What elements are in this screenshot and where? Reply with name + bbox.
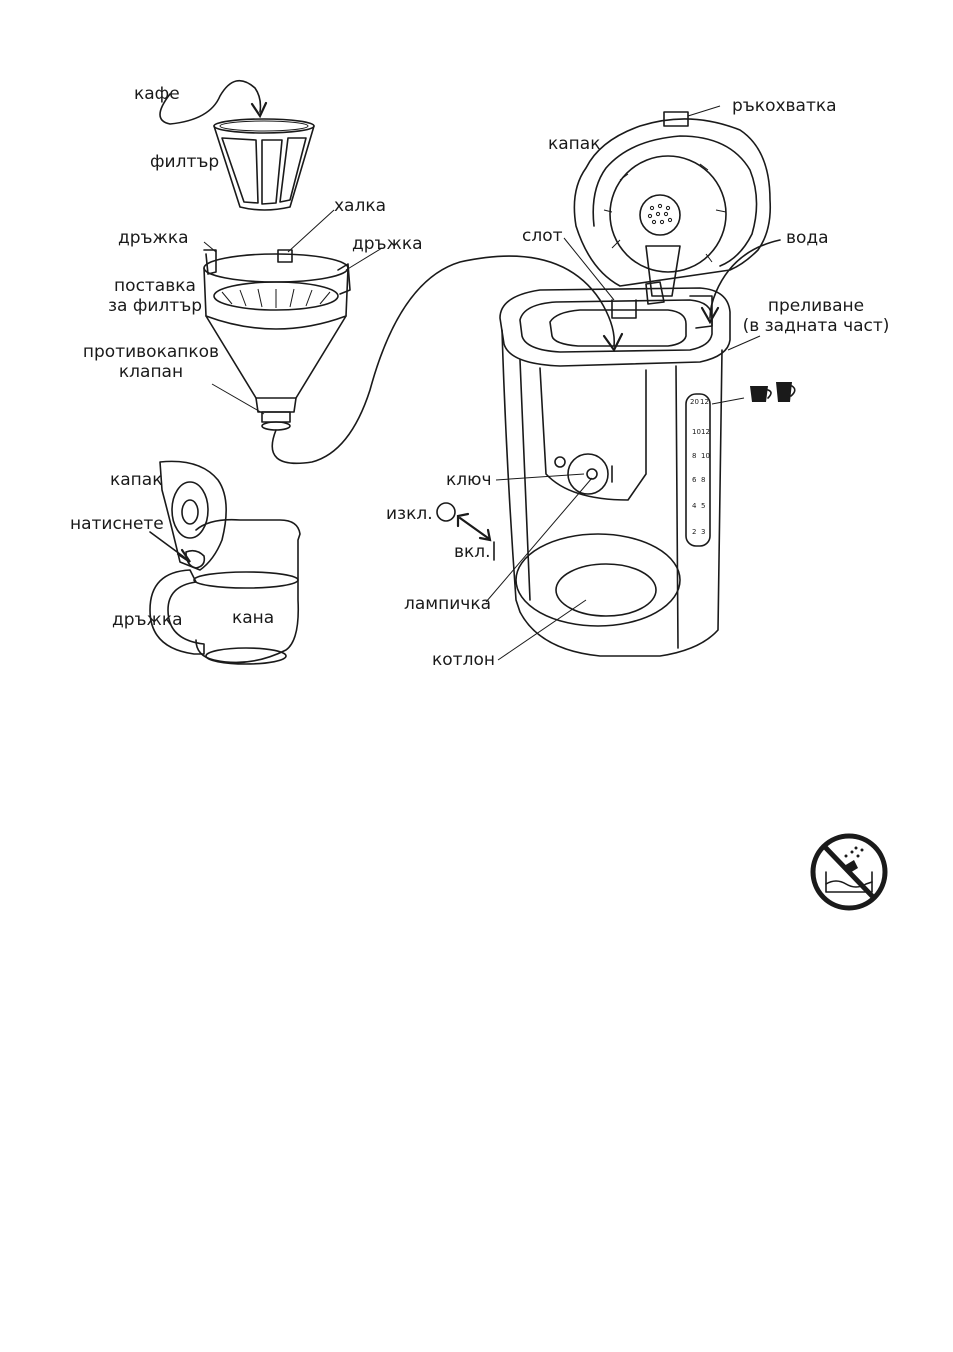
- label-off: изкл.: [386, 504, 433, 524]
- label-jug-handle: дръжка: [112, 610, 183, 630]
- gauge-large-8: 8: [692, 452, 696, 460]
- machine-body-drawing: [500, 112, 770, 656]
- label-ring: халка: [334, 196, 386, 216]
- label-water: вода: [786, 228, 829, 248]
- filter-holder-drawing: [204, 250, 350, 430]
- label-lamp: лампичка: [404, 594, 491, 614]
- off-symbol: [437, 503, 455, 521]
- gauge-large-10: 10: [692, 428, 701, 436]
- label-coffee: кафе: [134, 84, 180, 104]
- label-handle-left: дръжка: [118, 228, 189, 248]
- label-drip-valve: противокапков клапан: [76, 342, 226, 382]
- gauge-small-12: 12: [701, 428, 710, 436]
- label-filter-holder: поставка за филтър: [100, 276, 210, 316]
- label-jug-lid: капак: [110, 470, 163, 490]
- label-hotplate: котлон: [432, 650, 495, 670]
- gauge-small-10: 10: [701, 452, 710, 460]
- valve-curve-arrow-head: [604, 334, 622, 350]
- label-slot: слот: [522, 226, 563, 246]
- cup-icons: [750, 382, 795, 402]
- label-lid: капак: [548, 134, 601, 154]
- toggle-arrow: [460, 518, 488, 538]
- gauge-large-6: 6: [692, 476, 696, 484]
- gauge-large-2: 2: [692, 528, 696, 536]
- gauge-large-4: 4: [692, 502, 696, 510]
- gauge-top-large: 20: [690, 398, 699, 406]
- label-grip: ръкохватка: [732, 96, 837, 116]
- gauge-small-5: 5: [701, 502, 705, 510]
- label-press: натиснете: [70, 514, 164, 534]
- glass-jug-drawing: [150, 461, 300, 664]
- coffee-arrow-head: [252, 103, 266, 116]
- label-overflow: преливане (в задната част): [736, 296, 896, 336]
- label-handle-right: дръжка: [352, 234, 423, 254]
- paper-filter-drawing: [214, 119, 314, 210]
- gauge-small-3: 3: [701, 528, 705, 536]
- label-switch: ключ: [446, 470, 492, 490]
- no-immersion-icon: [813, 836, 885, 908]
- gauge-top-small: 12: [700, 398, 709, 406]
- gauge-small-8: 8: [701, 476, 705, 484]
- label-jug: кана: [232, 608, 274, 628]
- label-on: вкл.: [454, 542, 491, 562]
- label-filter: филтър: [150, 152, 219, 172]
